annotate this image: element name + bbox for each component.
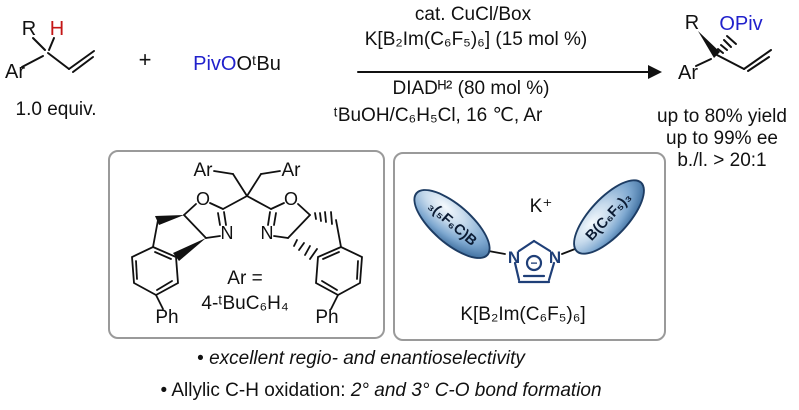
results: up to 80% yield up to 99% ee b./l. > 20:… [657,106,787,172]
oxidant-pivo: PivO [193,53,237,75]
imidazolate-n-left: N [508,248,520,267]
borate-caption: K[B₂Im(C₆F₅)₆] [460,304,586,325]
imidazolate-ring-bonds [513,239,556,284]
substrate-r-label: R [22,18,36,40]
reaction-arrow [357,65,662,79]
ligand-ph-left-label: Ph [155,307,178,328]
ligand-n-left-label: N [221,223,234,243]
conditions-line-2: K[B₂Im(C₆F₅)₆] (15 mol %) [364,29,588,50]
bullet-allylic-roman: Allylic C-H oxidation: [171,380,351,401]
result-branched-linear: b./l. > 20:1 [677,150,767,171]
conditions-line-4: ᵗBuOH/C₆H₅Cl, 16 ℃, Ar [333,105,543,126]
product-wedge-bond [698,31,720,58]
oxidant-label: PivOOᵗBu [193,53,281,76]
conditions-line-1: cat. CuCl/Box [414,4,532,25]
result-yield: up to 80% yield [657,106,787,127]
ligand-bonds [131,170,363,310]
ligand-box: Ar Ar O O N N Ph Ph Ar = 4-ᵗBuC₆H₄ [108,150,385,339]
box-ligand-structure: Ar Ar O O N N Ph Ph [131,160,363,328]
bullet-allylic: • Allylic C-H oxidation: 2° and 3° C-O b… [160,380,601,402]
ligand-wedge-c4 [173,238,206,261]
aromatic-circle [525,254,543,272]
product-opiv-label: OPiv [719,13,762,35]
ligand-o-left-label: O [196,189,210,209]
product-bonds [695,35,772,72]
ligand-o-right-label: O [284,189,298,209]
product-ar-label: Ar [678,62,698,84]
substrate-equiv-label: 1.0 equiv. [15,99,97,120]
ligand-wedge-ch2 [155,215,184,225]
substrate-ar-label: Ar [5,61,25,83]
bullet-regio-marker: • [197,348,204,369]
substrate-h-label: H [50,18,64,40]
substrate-structure: R H Ar [5,18,95,83]
borate-bonds [482,248,576,255]
ligand-ar-left-label: Ar [194,160,214,181]
ligand-ar-right-label: Ar [282,160,302,181]
ligand-ar-def-line1: Ar = [227,268,263,289]
imidazolate-n-right: N [549,248,561,267]
minus-charge-label: − [530,256,537,270]
oxidant-otbu: OᵗBu [236,53,281,75]
ligand-ph-right-label: Ph [315,307,338,328]
imidazolate-ring: N N − [482,239,576,284]
ligand-n-right-label: N [261,223,274,243]
bullet-allylic-italic: 2° and 3° C-O bond formation [350,380,602,401]
bullet-allylic-marker: • [160,380,168,401]
result-ee: up to 99% ee [666,128,778,149]
substrate-bonds [21,37,95,73]
ligand-ar-def-line2: 4-ᵗBuC₆H₄ [201,293,289,314]
product-r-label: R [685,12,699,34]
potassium-cation: K⁺ [529,196,553,217]
bullet-regio-text: excellent regio- and enantioselectivity [209,348,525,369]
ligand-ar-definition: Ar = 4-ᵗBuC₆H₄ [201,266,288,316]
plus-sign: + [138,47,152,72]
conditions-line-3: DIADᴴ² (80 mol %) [392,78,550,99]
borate-box: N N − ₃(₅F₆C)B B(C₆F₅)₃ K⁺ K[B₂Im(C₆F₅)₆… [393,152,666,341]
product-structure: R OPiv Ar [678,12,772,84]
bullet-regio: • excellent regio- and enantioselectivit… [197,348,525,370]
